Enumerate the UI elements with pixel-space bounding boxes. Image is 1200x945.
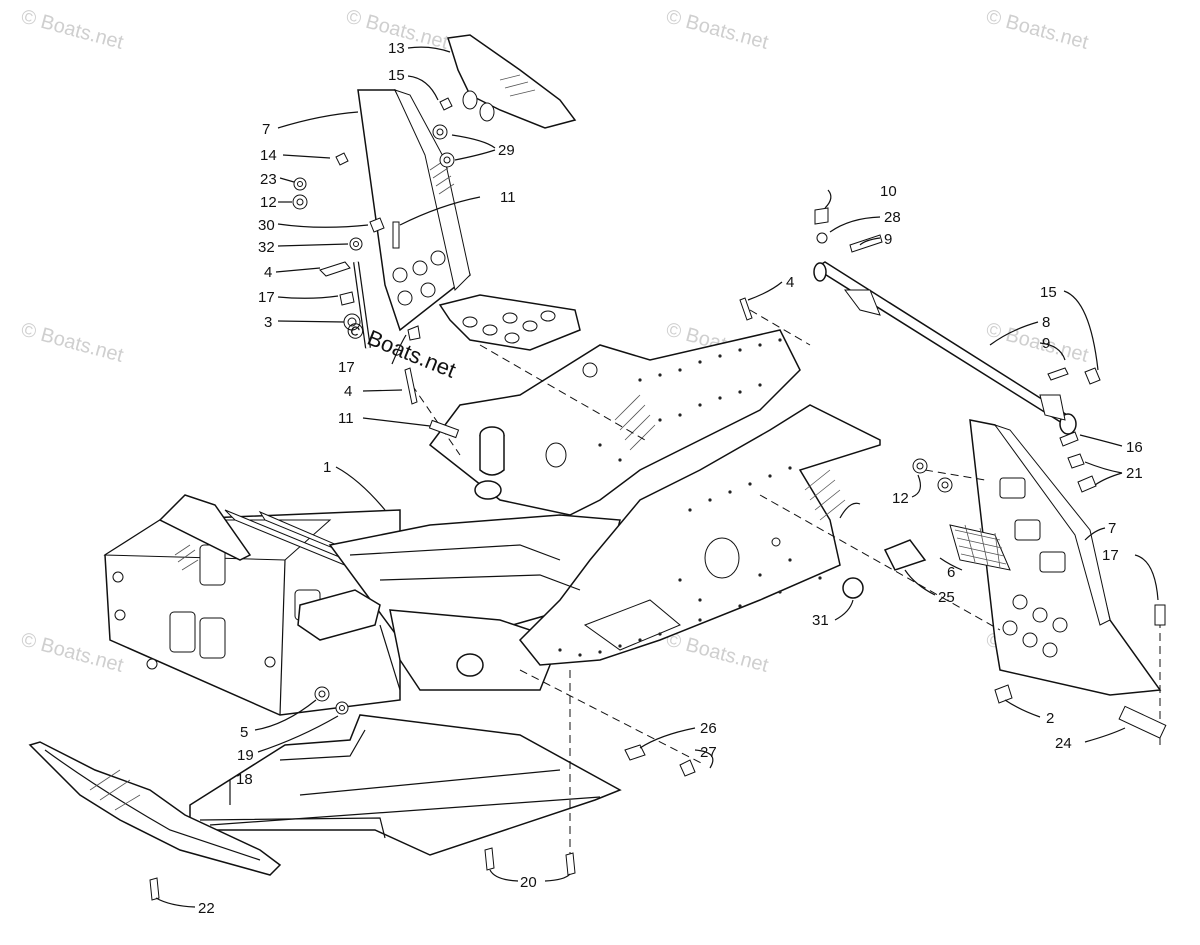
callout-8: 8 [1042, 314, 1050, 331]
steering-support-left [353, 89, 581, 351]
belly-pan [189, 714, 622, 856]
callout-16: 16 [1126, 439, 1143, 456]
watermark: © Boats.net [19, 319, 126, 367]
watermark: © Boats.net [664, 6, 771, 54]
callout-15: 15 [1040, 284, 1057, 301]
callout-6: 6 [947, 564, 955, 581]
callout-4: 4 [786, 274, 794, 291]
hardware [149, 97, 1167, 901]
callout-3: 3 [264, 314, 272, 331]
callout-27: 27 [700, 744, 717, 761]
steering-cross-bar [813, 261, 1077, 435]
callout-24: 24 [1055, 735, 1072, 752]
leader-lines [155, 46, 1159, 908]
callout-11: 11 [338, 410, 354, 427]
callout-7: 7 [1108, 520, 1116, 537]
callout-32: 32 [258, 239, 275, 256]
callout-29: 29 [498, 142, 515, 159]
callout-17: 17 [338, 359, 355, 376]
callout-26: 26 [700, 720, 717, 737]
callout-4: 4 [344, 383, 352, 400]
callout-31: 31 [812, 612, 829, 629]
callout-17: 17 [258, 289, 275, 306]
watermark: © Boats.net [984, 6, 1091, 54]
callout-21: 21 [1126, 465, 1143, 482]
assembly-lines [411, 309, 1161, 860]
callout-12: 12 [260, 194, 277, 211]
callout-20: 20 [520, 874, 537, 891]
callout-28: 28 [884, 209, 901, 226]
watermark: © Boats.net [984, 319, 1091, 367]
callout-13: 13 [388, 40, 405, 57]
callout-9: 9 [884, 231, 892, 248]
callout-14: 14 [260, 147, 277, 164]
callout-9: 9 [1042, 335, 1050, 352]
callout-4: 4 [264, 264, 272, 281]
callout-labels: 13 15 7 14 29 23 12 30 11 32 4 17 3 17 4… [198, 40, 1143, 917]
callout-5: 5 [240, 724, 248, 741]
steering-support-right [883, 419, 1162, 696]
callout-7: 7 [262, 121, 270, 138]
main-chassis [103, 329, 881, 716]
callout-23: 23 [260, 171, 277, 188]
watermark: © Boats.net [19, 6, 126, 54]
callout-30: 30 [258, 217, 275, 234]
callout-12: 12 [892, 490, 909, 507]
callout-22: 22 [198, 900, 215, 917]
callout-19: 19 [237, 747, 254, 764]
callout-18: 18 [236, 771, 253, 788]
callout-17: 17 [1102, 547, 1119, 564]
front-bumper [28, 741, 282, 876]
callout-1: 1 [323, 459, 331, 476]
nose-cone-piece [447, 34, 577, 129]
callout-15: 15 [388, 67, 405, 84]
callout-10: 10 [880, 183, 897, 200]
watermark: © Boats.net [664, 629, 771, 677]
callout-2: 2 [1046, 710, 1054, 727]
callout-25: 25 [938, 589, 955, 606]
rivet-pattern [558, 338, 822, 657]
callout-11: 11 [500, 189, 516, 206]
